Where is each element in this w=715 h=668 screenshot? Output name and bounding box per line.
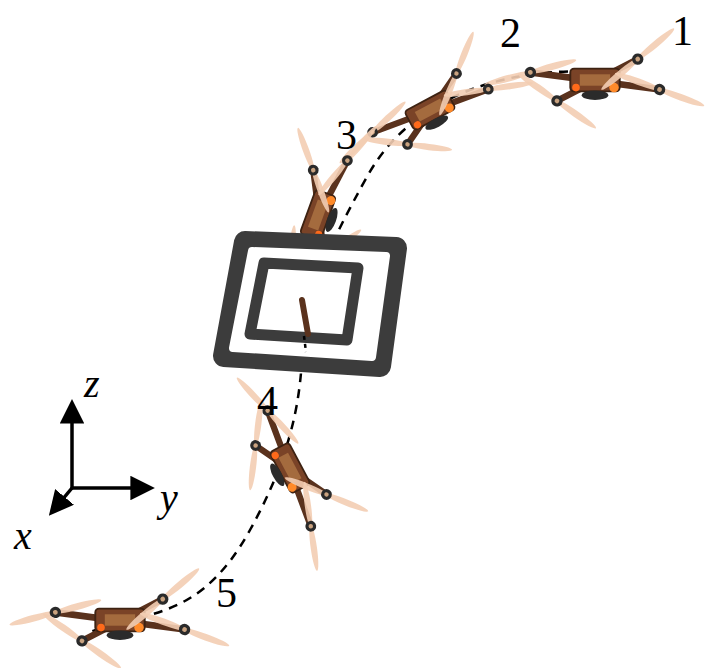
axis-label: x xyxy=(14,516,32,556)
callout-number: 4 xyxy=(257,380,278,422)
quadrotor xyxy=(8,564,231,668)
axis-label: z xyxy=(84,364,100,404)
axes xyxy=(52,404,150,512)
callout-number: 5 xyxy=(216,572,237,614)
callout-number: 2 xyxy=(500,12,521,54)
callout-number: 3 xyxy=(336,114,357,156)
gate xyxy=(224,242,396,366)
axis-label: y xyxy=(160,478,178,518)
quadrotor xyxy=(196,350,386,585)
trajectory xyxy=(90,71,600,632)
callout-number: 1 xyxy=(672,10,693,52)
